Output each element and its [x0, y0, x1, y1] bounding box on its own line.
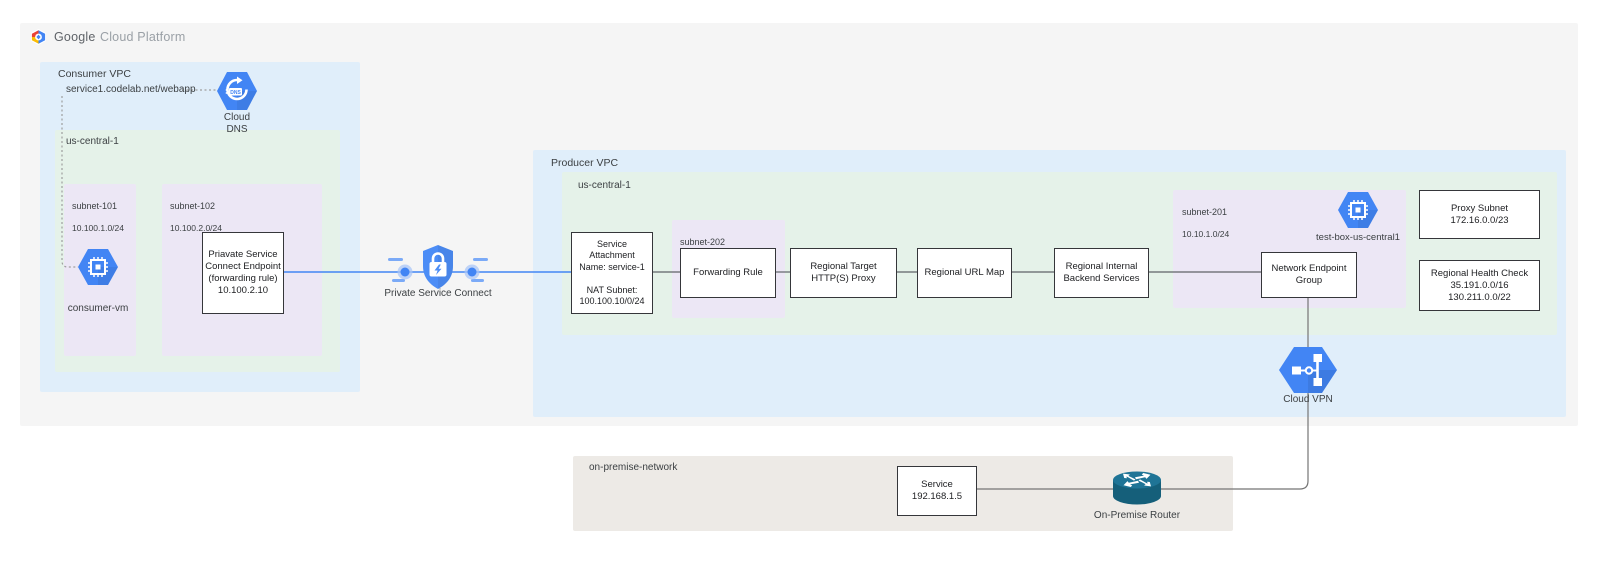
private-service-connect-icon [423, 245, 453, 289]
regional-health-check-node: Regional Health Check 35.191.0.0/16 130.… [1419, 260, 1540, 311]
private-service-connect-label: Private Service Connect [384, 288, 492, 299]
consumer-vpc-title: Consumer VPC [58, 68, 131, 80]
regional-url-map-node: Regional URL Map [917, 248, 1012, 298]
cloud-vpn-icon [1279, 347, 1337, 393]
proxy-subnet-node: Proxy Subnet 172.16.0.0/23 [1419, 190, 1540, 239]
wire-neg-to-onprem [975, 296, 1309, 490]
test-box-vm-icon [1338, 192, 1378, 228]
on-premise-network-title: on-premise-network [589, 462, 678, 473]
on-premise-router-icon [1113, 471, 1161, 505]
gcp-logo-icon [31, 29, 46, 45]
test-box-label: test-box-us-central1 [1316, 232, 1400, 243]
subnet-101-name: subnet-101 [72, 201, 118, 211]
subnet-201-name: subnet-201 [1182, 207, 1228, 217]
regional-backend-node: Regional Internal Backend Services [1054, 248, 1149, 298]
consumer-region-label: us-central-1 [66, 136, 119, 147]
dns-record-text: service1.codelab.net/webapp [66, 84, 196, 95]
subnet-101-cidr: 10.100.1.0/24 [72, 223, 124, 233]
gcp-logo: Google Cloud Platform [30, 28, 185, 46]
forwarding-rule-node: Forwarding Rule [680, 248, 776, 298]
consumer-vm-icon [78, 249, 118, 285]
cloud-vpn-label: Cloud VPN [1283, 394, 1333, 405]
subnet-102-name: subnet-102 [170, 201, 216, 211]
service-attachment-node: Service Attachment Name: service-1 NAT S… [571, 232, 653, 314]
cloud-dns-icon: DNS [217, 72, 257, 110]
onprem-service-node: Service 192.168.1.5 [897, 466, 977, 516]
cloud-dns-label: Cloud DNS [223, 112, 251, 135]
on-premise-router-label: On-Premise Router [1093, 510, 1181, 521]
psc-endpoint-node: Priavate Service Connect Endpoint (forwa… [202, 232, 284, 314]
psc-icon-accents [388, 258, 488, 282]
subnet-102-cidr: 10.100.2.0/24 [170, 223, 222, 233]
subnet-202-name: subnet-202 [680, 237, 726, 247]
dns-badge-text: DNS [230, 90, 241, 96]
producer-vpc-title: Producer VPC [551, 157, 619, 169]
network-endpoint-group-node: Network Endpoint Group [1261, 252, 1357, 298]
producer-region-label: us-central-1 [578, 180, 631, 191]
subnet-201-cidr: 10.10.1.0/24 [1182, 229, 1230, 239]
wire-vm-dotted [61, 96, 78, 268]
regional-target-proxy-node: Regional Target HTTP(S) Proxy [790, 248, 897, 298]
logo-text-cloud-platform: Cloud Platform [99, 30, 186, 44]
logo-text-google: Google [54, 30, 96, 44]
consumer-vm-label: consumer-vm [67, 303, 129, 314]
